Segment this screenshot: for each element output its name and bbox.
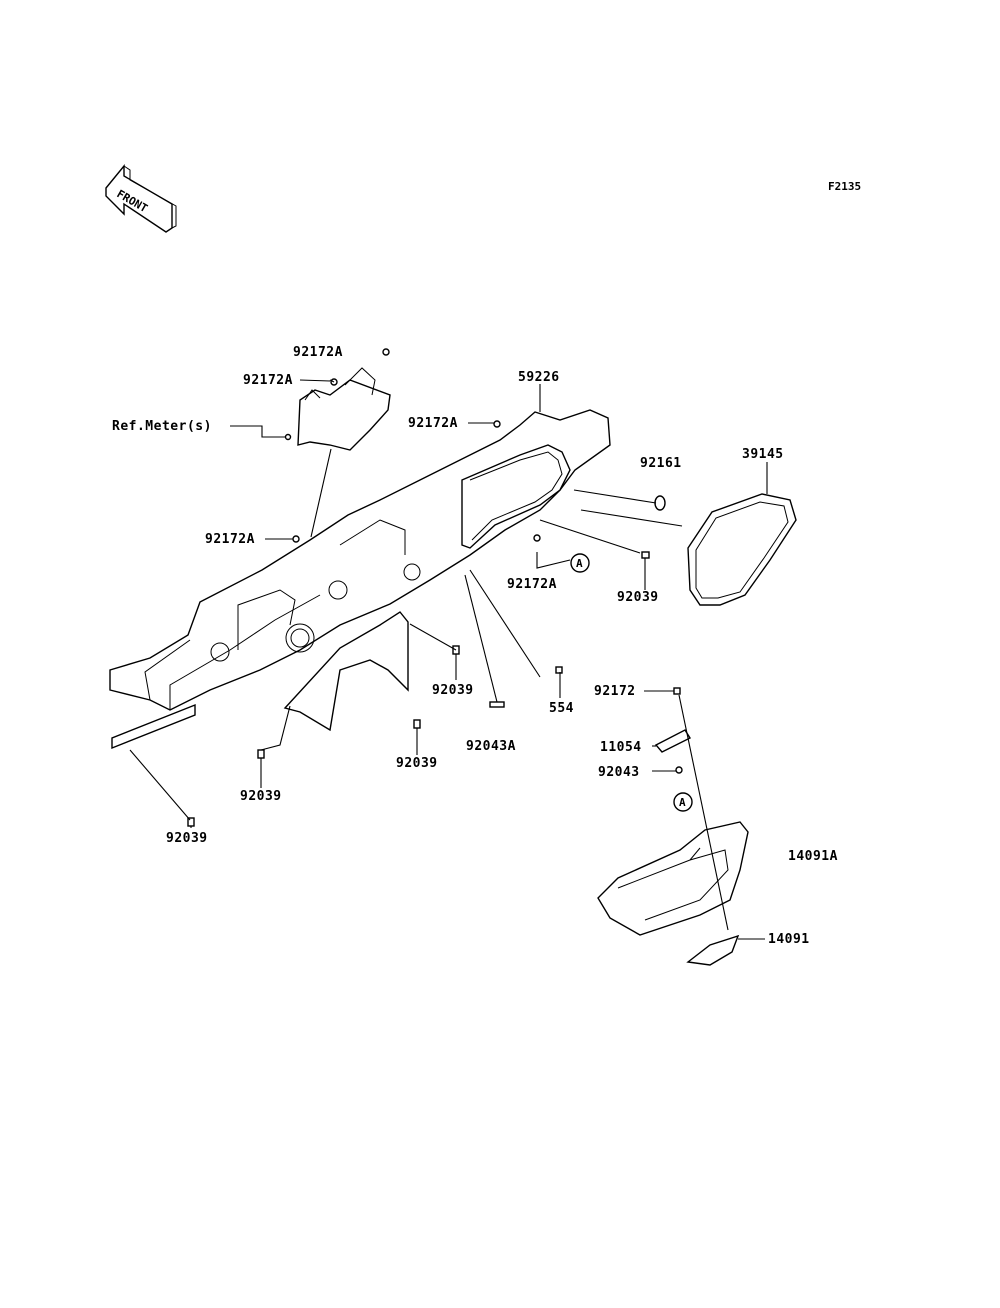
callout-59226: 59226: [518, 370, 560, 385]
callout-554: 554: [549, 701, 574, 716]
glove-box-14091a: [597, 821, 749, 936]
hinge-11054: [654, 729, 692, 753]
callout-92172: 92172: [594, 684, 636, 699]
callout-92172a: 92172A: [408, 416, 458, 431]
callout-92161: 92161: [640, 456, 682, 471]
callout-ref-meters: Ref.Meter(s): [112, 419, 212, 434]
callout-14091a: 14091A: [788, 849, 838, 864]
callout-92039: 92039: [617, 590, 659, 605]
figure-code: F2135: [828, 180, 861, 193]
svg-text:A: A: [576, 557, 583, 570]
clip-92161: [654, 495, 666, 511]
callout-11054: 11054: [600, 740, 642, 755]
callout-92172a: 92172A: [205, 532, 255, 547]
callout-39145: 39145: [742, 447, 784, 462]
svg-text:A: A: [679, 796, 686, 809]
callout-92172a: 92172A: [293, 345, 343, 360]
dashboard-panel-59226: [109, 409, 611, 750]
reference-mark-a-2: A: [673, 792, 693, 812]
leader-lines: [129, 379, 768, 940]
callout-92039: 92039: [396, 756, 438, 771]
callout-92043: 92043: [598, 765, 640, 780]
reference-mark-a-1: A: [570, 553, 590, 573]
callout-92039: 92039: [166, 831, 208, 846]
meter-bracket: [297, 367, 391, 451]
callout-92039: 92039: [432, 683, 474, 698]
callout-92043a: 92043A: [466, 739, 516, 754]
seal-39145: [687, 493, 797, 606]
lid-14091: [686, 934, 740, 966]
callout-92172a: 92172A: [507, 577, 557, 592]
callout-14091: 14091: [768, 932, 810, 947]
callout-92039: 92039: [240, 789, 282, 804]
front-arrow-icon: FRONT: [105, 164, 177, 233]
callout-92172a: 92172A: [243, 373, 293, 388]
